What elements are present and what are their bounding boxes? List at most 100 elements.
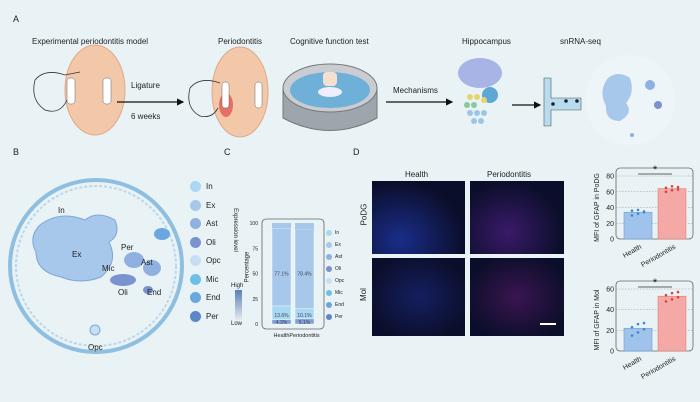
- micrograph-health-mol: [372, 258, 465, 336]
- y-axis-label: MFI of GFAP in Mol: [594, 289, 601, 350]
- y-tick-label: 0: [255, 322, 258, 328]
- y-tick-label: 25: [252, 297, 258, 303]
- colorbar-low: Low: [231, 321, 243, 327]
- chart-frame: [261, 218, 325, 330]
- legend-swatch: [190, 273, 201, 285]
- data-point: [630, 334, 634, 337]
- chart-frame: [615, 280, 694, 352]
- legend-swatch: [326, 278, 332, 284]
- legend-label: Mic: [206, 274, 219, 284]
- cluster-label-opc: Opc: [88, 343, 103, 352]
- bar: [623, 327, 653, 352]
- water-maze-illustration: [282, 63, 378, 131]
- legend-label: Oli: [335, 266, 342, 272]
- y-tick-label: 0: [610, 349, 614, 356]
- legend-swatch: [190, 236, 201, 248]
- significance-star: *: [653, 277, 658, 289]
- legend-label: End: [335, 302, 344, 308]
- title-snrnaseq: snRNA-seq: [560, 37, 601, 46]
- x-tick-label: Health: [622, 356, 643, 372]
- hippocampus-illustration: [458, 58, 502, 124]
- legend-swatch: [190, 292, 201, 303]
- legend-swatch: [326, 290, 332, 296]
- panel-label-c: C: [224, 147, 231, 157]
- data-point: [664, 293, 668, 297]
- scale-bar: [540, 323, 556, 325]
- data-point: [676, 185, 680, 189]
- legend-item-end: End: [326, 302, 344, 308]
- micrograph-health-podg: [372, 181, 465, 254]
- microfluidics-illustration: [543, 77, 582, 127]
- data-label: 5.1%: [299, 320, 311, 326]
- micrograph-periodontitis-podg: [470, 181, 564, 254]
- y-tick-label: 60: [606, 189, 614, 196]
- cluster-label-oli: Oli: [118, 288, 128, 297]
- legend-swatch: [326, 314, 332, 320]
- legend-item-per: Per: [190, 310, 218, 322]
- data-label: 13.6%: [274, 313, 289, 319]
- legend-item-ex: Ex: [190, 199, 215, 211]
- data-point: [664, 186, 668, 190]
- data-point: [670, 184, 674, 188]
- umap-thumbnail: [585, 55, 675, 145]
- data-point: [670, 291, 674, 295]
- data-point: [636, 208, 640, 212]
- data-point: [642, 210, 646, 213]
- cluster-label-in: In: [58, 206, 65, 215]
- title-periodontitis: Periodontitis: [218, 37, 263, 46]
- legend-swatch: [190, 218, 201, 229]
- legend-swatch: [190, 199, 201, 211]
- cluster-label-end: End: [147, 288, 162, 297]
- y-tick-label: 20: [606, 221, 614, 228]
- chart-frame: [615, 167, 694, 240]
- title-hippocampus: Hippocampus: [462, 37, 511, 46]
- cluster-label-ex: Ex: [72, 250, 82, 259]
- panel-label-a: A: [13, 14, 20, 24]
- circular-umap-plot: [8, 178, 184, 354]
- legend-item-ex: Ex: [326, 242, 341, 248]
- legend-item-in: In: [326, 230, 339, 236]
- data-label: 77.1%: [274, 272, 289, 278]
- legend-swatch: [326, 242, 332, 248]
- legend-swatch: [326, 230, 332, 236]
- y-tick-label: 75: [252, 246, 258, 252]
- data-point: [676, 295, 680, 299]
- expression-colorbar: [235, 290, 242, 320]
- cluster-label-ast: Ast: [141, 258, 153, 267]
- data-point: [676, 188, 680, 191]
- bar: [623, 211, 653, 240]
- col-header-periodontitis: Periodontitis: [487, 170, 532, 179]
- bar: [657, 188, 687, 240]
- mouse-jaw-illustration-2: [188, 46, 269, 138]
- data-point: [676, 290, 680, 294]
- legend-swatch: [326, 266, 332, 272]
- data-label: 4.3%: [276, 320, 288, 326]
- legend-item-per: Per: [326, 314, 343, 320]
- cluster-label-mic: Mic: [102, 264, 115, 273]
- y-tick-label: 40: [606, 205, 614, 212]
- legend-item-opc: Opc: [326, 278, 344, 284]
- legend-label: End: [206, 293, 221, 302]
- data-label: 10.1%: [297, 313, 312, 319]
- data-point: [630, 325, 634, 329]
- data-point: [664, 190, 668, 194]
- legend-item-ast: Ast: [190, 218, 218, 229]
- data-point: [636, 212, 640, 216]
- significance-star: *: [653, 164, 658, 176]
- legend-item-end: End: [190, 292, 220, 303]
- legend-label: In: [206, 182, 213, 191]
- colorbar-high: High: [231, 283, 244, 289]
- data-point: [630, 214, 634, 217]
- y-tick-label: 20: [606, 328, 614, 335]
- x-tick-label: Periodontitis: [640, 243, 677, 269]
- panel-label-b: B: [13, 147, 20, 157]
- legend-item-mic: Mic: [326, 290, 343, 296]
- x-tick-label: Health: [622, 244, 643, 260]
- bar-segment: [272, 223, 291, 229]
- col-header-health: Health: [405, 170, 429, 179]
- x-tick-label: Health: [274, 333, 290, 339]
